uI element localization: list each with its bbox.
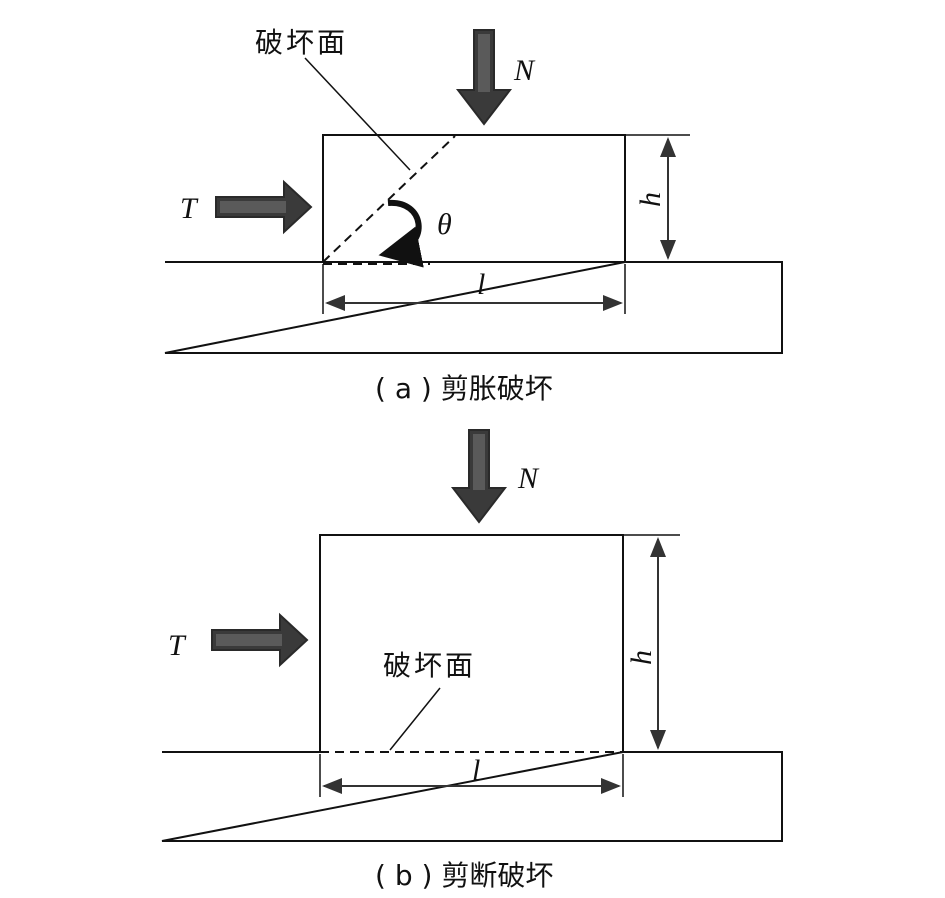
height-label-a: h [634,192,667,207]
panel-b: 破坏面 N T h l ( b ) 剪断破坏 [161,429,783,892]
normal-force-label-a: N [513,54,536,87]
panel-a: 破坏面 θ N T h l ( a ) 剪胀破坏 [164,26,783,405]
angle-label-a: θ [437,208,452,241]
normal-force-label-b: N [517,462,540,495]
angle-curve-arrow-a [378,199,424,268]
failure-surface-leader-a [304,57,411,171]
shear-force-arrow-b [211,612,309,668]
shear-force-arrow-a [215,179,313,235]
normal-force-arrow-a [455,29,513,126]
failure-surface-label-b: 破坏面 [383,649,476,682]
specimen-block-b [319,534,624,752]
height-label-b: h [625,650,658,665]
normal-force-arrow-b [450,429,508,524]
specimen-block-a [322,134,626,263]
caption-b: ( b ) 剪断破坏 [375,859,553,892]
length-label-b: l [472,754,480,787]
length-label-a: l [477,268,485,301]
shear-force-label-b: T [168,629,187,662]
base-block-b [161,751,783,842]
caption-a: ( a ) 剪胀破坏 [375,372,553,405]
failure-surface-inclined-a [322,135,456,263]
base-block-a [164,261,783,354]
failure-surface-label-a: 破坏面 [255,26,348,59]
shear-force-label-a: T [180,192,199,225]
failure-surface-leader-b [389,687,441,751]
